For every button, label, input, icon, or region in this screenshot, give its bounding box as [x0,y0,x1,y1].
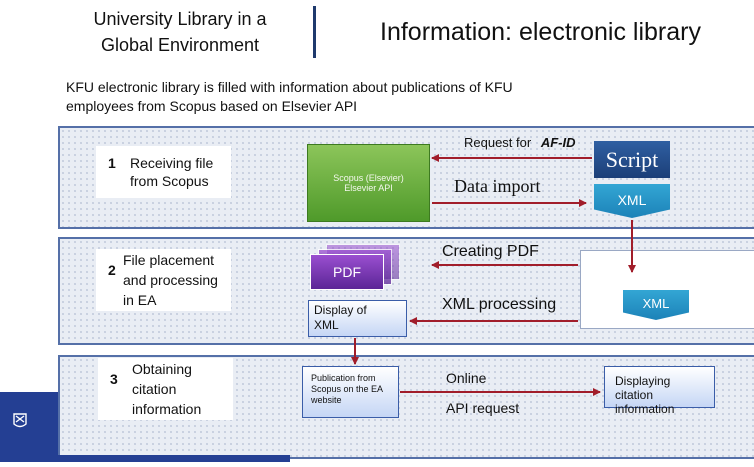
step-2-line3: in EA [123,292,157,308]
pdf-stack-node: PDF [310,244,402,292]
edge-label-api-request: API request [446,400,520,416]
brand-band-bottom [58,455,290,462]
edge-label-xml-processing: XML processing [442,296,557,313]
header-divider [313,6,316,58]
step-3-box: 3 Obtaining citation information [98,358,233,420]
brand-band [0,392,58,462]
step-3-line3: information [132,401,202,417]
edge-label-creating-pdf: Creating PDF [442,243,539,260]
publication-line3: website [311,395,342,405]
edge-label-af-id: AF-ID [540,135,576,150]
university-logo-icon [13,413,27,428]
scopus-line1: Scopus (Elsevier) [333,173,404,183]
citation-node: Displaying citation information [604,366,715,416]
step-3-line1: Obtaining [132,361,192,377]
display-xml-line2: XML [314,318,339,332]
xml-node-mid: XML [623,290,689,320]
step-2-box: 2 File placement and processing in EA [96,249,231,311]
step-3-line2: citation [132,381,177,397]
publication-node: Publication from Scopus on the EA websit… [302,366,399,418]
citation-line1: Displaying citation [615,374,671,402]
step-1-number: 1 [108,155,116,171]
display-xml-node: Display of XML [308,300,407,337]
pdf-label: PDF [310,254,384,290]
header-left: University Library in a Global Environme… [60,6,300,58]
header-left-line2: Global Environment [100,35,260,55]
edge-label-data-import: Data import [454,176,541,196]
publication-line1: Publication from [311,373,376,383]
edge-label-request: Request for AF-ID [464,135,576,150]
slide-title: Information: electronic library [380,18,701,46]
step-2-number: 2 [108,262,116,278]
step-1-box: 1 Receiving file from Scopus [96,146,231,198]
citation-line2: information [615,402,675,416]
edge-label-request-for: Request for [464,135,532,150]
display-xml-line1: Display of [314,303,367,317]
intro-line1: KFU electronic library is filled with in… [66,79,513,95]
intro-text: KFU electronic library is filled with in… [66,78,686,116]
scopus-line2: Elsevier API [344,183,393,193]
intro-line2: employees from Scopus based on Elsevier … [66,98,358,114]
xml-node-top: XML [594,184,670,218]
scopus-api-node: Scopus (Elsevier) Elsevier API [307,144,430,222]
edge-label-online: Online [446,370,487,386]
step-2-line1: File placement [123,252,215,268]
script-node: Script [594,141,670,178]
step-3-number: 3 [110,371,118,387]
step-1-line2: from Scopus [130,173,209,189]
publication-line2: Scopus on the EA [311,384,384,394]
header-left-line1: University Library in a [93,9,267,29]
step-2-line2: and processing [123,272,218,288]
step-1-line1: Receiving file [130,155,214,171]
